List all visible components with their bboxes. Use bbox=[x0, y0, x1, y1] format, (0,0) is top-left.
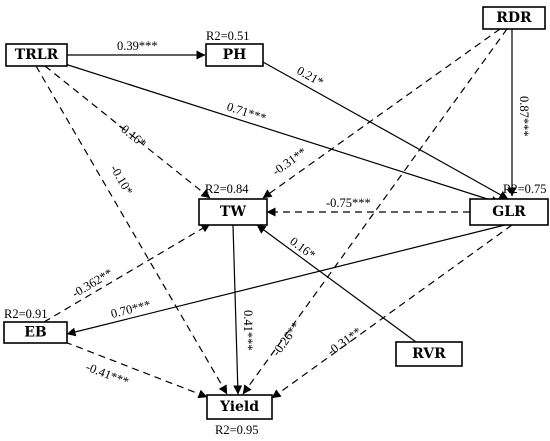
node-r2-tw: R2=0.84 bbox=[205, 182, 249, 196]
edge-rvr-tw bbox=[256, 224, 417, 343]
edge-coef-trlr-ph: 0.39*** bbox=[117, 39, 158, 53]
edge-ph-glr bbox=[262, 61, 509, 200]
edge-trlr-glr bbox=[64, 63, 501, 205]
edge-glr-eb bbox=[66, 224, 506, 337]
edge-trlr-yield bbox=[35, 65, 228, 395]
node-r2-ph: R2=0.51 bbox=[206, 29, 250, 43]
node-tw: R2=0.84 TW bbox=[198, 182, 268, 226]
edge-rdr-tw bbox=[262, 28, 501, 199]
node-trlr: TRLR bbox=[5, 43, 68, 67]
edge-glr-yield bbox=[271, 224, 513, 399]
node-box bbox=[5, 43, 68, 67]
node-glr: R2=0.75 GLR bbox=[469, 182, 549, 226]
node-box bbox=[206, 394, 273, 420]
edge-coef-glr-eb: 0.70*** bbox=[109, 297, 152, 320]
node-box bbox=[469, 198, 549, 226]
edge-coef-rdr-tw: -0.31** bbox=[270, 145, 310, 179]
edge-coef-trlr-yield: -0.10* bbox=[107, 162, 135, 197]
node-label-eb: EB bbox=[24, 325, 47, 341]
edge-coef-eb-tw: -0.362** bbox=[69, 266, 115, 301]
node-ph: R2=0.51 PH bbox=[205, 29, 264, 67]
edge-coef-rdr-glr: 0.87*** bbox=[517, 96, 531, 137]
node-label-yield: Yield bbox=[219, 399, 259, 415]
edge-coef-glr-yield: -0.31** bbox=[325, 324, 364, 358]
node-box bbox=[198, 198, 268, 226]
node-r2-glr: R2=0.75 bbox=[503, 182, 547, 196]
node-box bbox=[482, 6, 546, 30]
node-box bbox=[3, 321, 68, 344]
edge-coef-trlr-tw: -0.16* bbox=[115, 119, 149, 150]
edge-eb-tw bbox=[43, 223, 211, 323]
node-label-rdr: RDR bbox=[496, 10, 532, 26]
node-eb: R2=0.91 EB bbox=[3, 307, 68, 344]
node-r2-yield: R2=0.95 bbox=[215, 423, 259, 437]
node-box bbox=[205, 43, 264, 67]
edge-coef-glr-tw: -0.75*** bbox=[326, 196, 371, 210]
edge-eb-yield bbox=[64, 341, 208, 399]
node-rvr: RVR bbox=[395, 341, 463, 367]
node-label-ph: PH bbox=[223, 47, 247, 63]
nodes: TRLR R2=0.51 PH RDR R2=0.84 TW R2=0.75 G… bbox=[3, 6, 549, 437]
node-label-trlr: TRLR bbox=[15, 47, 59, 63]
edge-coef-ph-glr: 0.21* bbox=[295, 63, 326, 89]
node-r2-eb: R2=0.91 bbox=[4, 307, 48, 321]
edge-coef-rdr-yield: -0.26** bbox=[269, 319, 303, 358]
edge-rdr-yield bbox=[242, 28, 508, 395]
node-rdr: RDR bbox=[482, 6, 546, 30]
node-label-glr: GLR bbox=[492, 204, 526, 220]
node-label-rvr: RVR bbox=[412, 346, 446, 362]
edge-coef-tw-yield: 0.41*** bbox=[241, 310, 255, 351]
node-yield: Yield R2=0.95 bbox=[206, 394, 273, 437]
node-label-tw: TW bbox=[220, 204, 246, 220]
node-box bbox=[395, 341, 463, 367]
edge-tw-yield bbox=[232, 224, 243, 395]
edge-coef-trlr-glr: 0.71*** bbox=[225, 100, 268, 126]
